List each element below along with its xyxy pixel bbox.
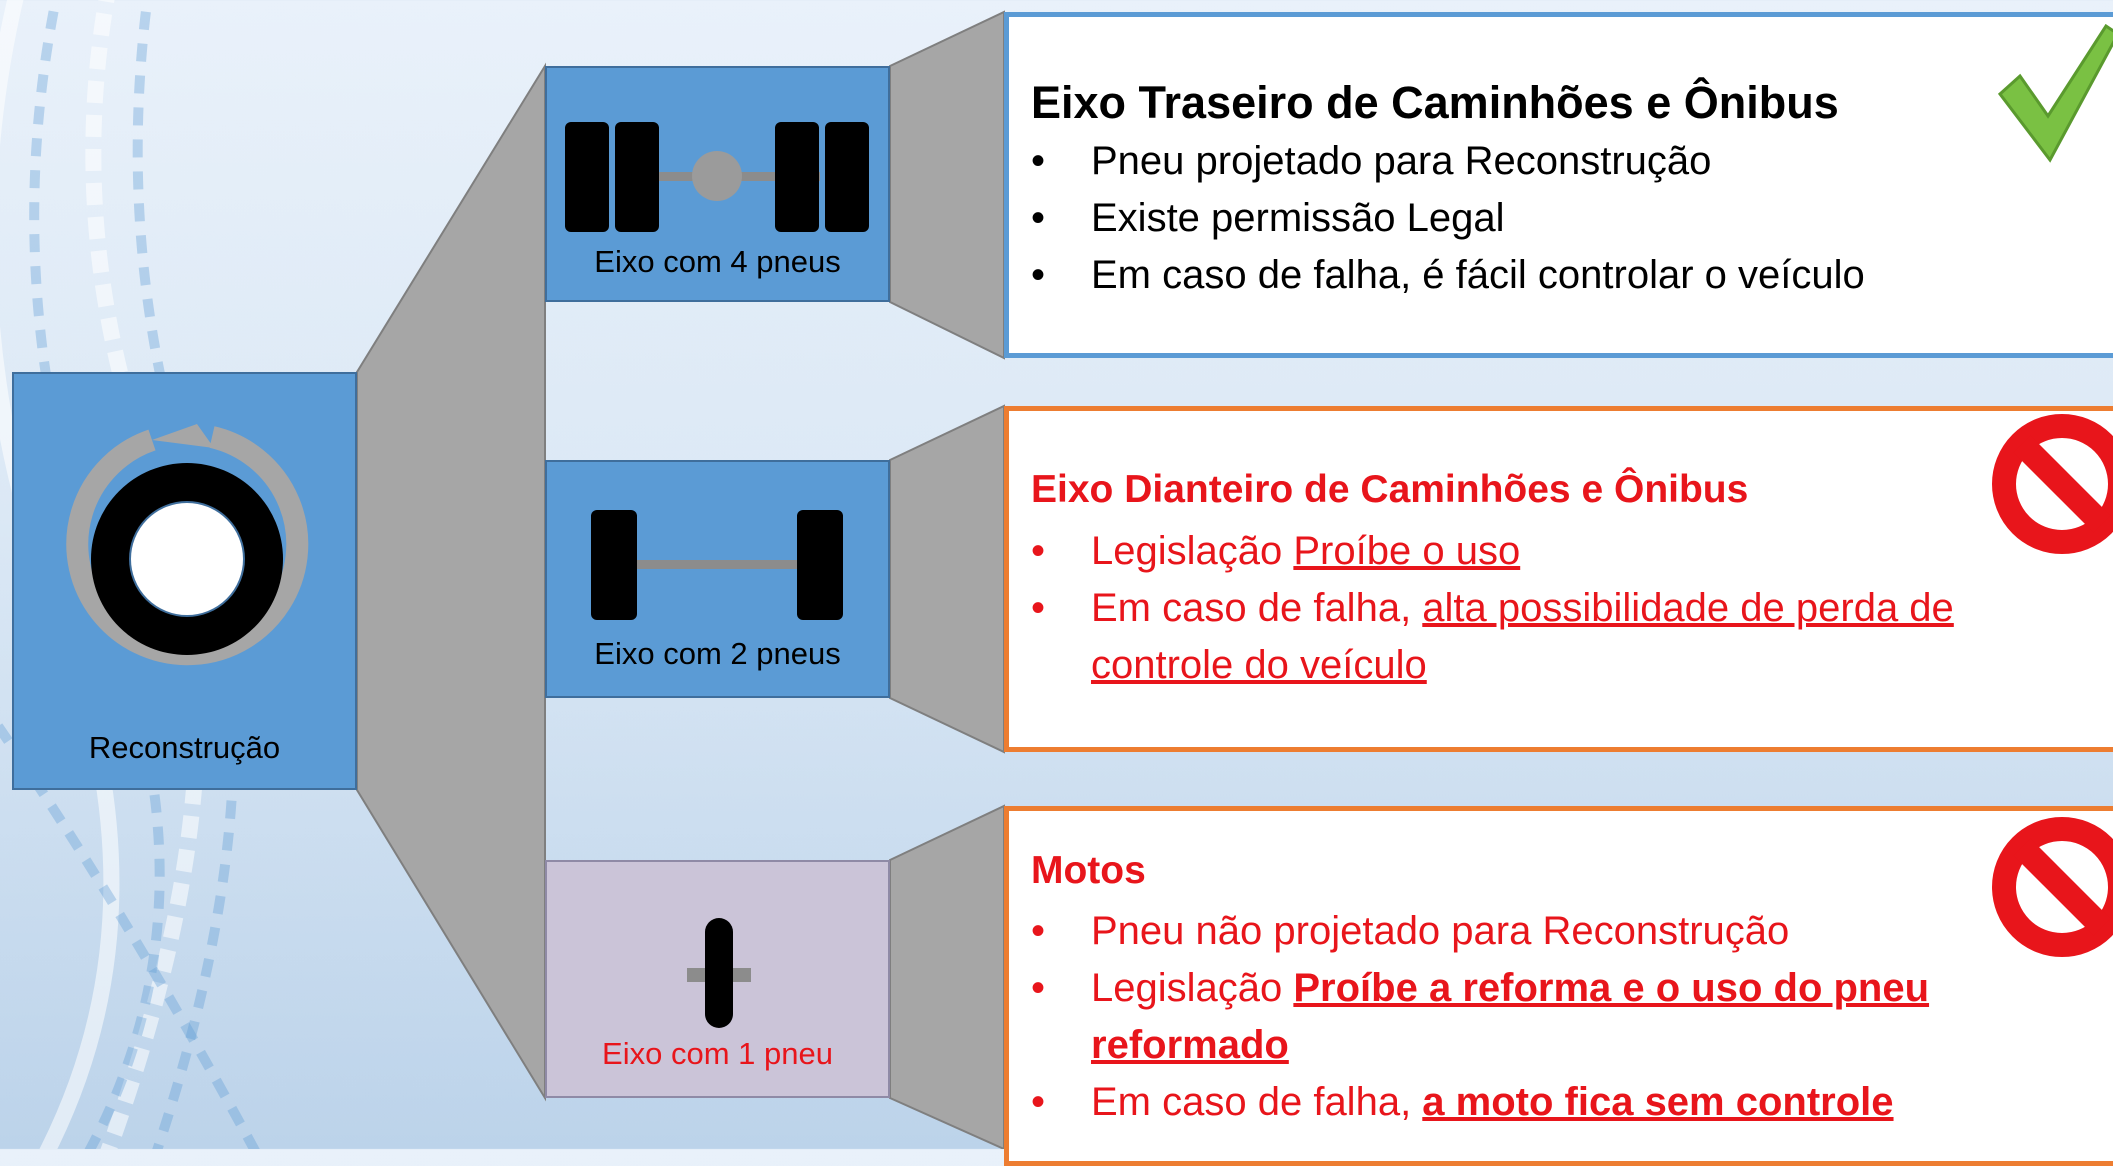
- bullet-item: •Em caso de falha, é fácil controlar o v…: [1031, 253, 1865, 297]
- check-icon: [1998, 24, 2113, 163]
- axle-4-tires-box: Eixo com 4 pneus: [545, 66, 890, 302]
- two-tire-axle-icon: [591, 510, 843, 620]
- moto-title: Motos: [1031, 849, 1146, 892]
- axle-2-tires-box: Eixo com 2 pneus: [545, 460, 890, 698]
- one-tire-axle-icon: [687, 918, 751, 1028]
- moto-info-panel: Motos •Pneu não projetado para Reconstru…: [1004, 806, 2113, 1166]
- front-axle-info-panel: Eixo Dianteiro de Caminhões e Ônibus •Le…: [1004, 406, 2113, 752]
- tire-icon: [66, 424, 309, 666]
- bullet-item: •Legislação Proíbe o uso: [1031, 529, 1521, 573]
- axle1-connector: [889, 804, 1005, 1149]
- axle2-connector: [889, 404, 1005, 754]
- rear-axle-bullets: •Pneu projetado para Reconstrução •Exist…: [1031, 133, 2113, 304]
- moto-bullets: •Pneu não projetado para Reconstrução •L…: [1031, 903, 2011, 1131]
- axle-1-tire-box: Eixo com 1 pneu: [545, 860, 890, 1098]
- prohibited-icon: [1992, 414, 2113, 554]
- axle-4-label: Eixo com 4 pneus: [594, 244, 841, 279]
- bullet-item: •Em caso de falha, alta possibilidade de…: [1031, 586, 1954, 687]
- four-tire-axle-icon: [565, 122, 869, 232]
- front-axle-bullets: •Legislação Proíbe o uso •Em caso de fal…: [1031, 523, 2031, 694]
- rear-axle-title: Eixo Traseiro de Caminhões e Ônibus: [1031, 77, 1839, 128]
- root-to-axles-connector: [356, 62, 546, 1102]
- bullet-item: •Pneu projetado para Reconstrução: [1031, 139, 1712, 183]
- bullet-item: •Existe permissão Legal: [1031, 196, 1505, 240]
- reconstruction-box: Reconstrução: [12, 372, 357, 790]
- reconstruction-label: Reconstrução: [88, 730, 281, 765]
- axle-2-label: Eixo com 2 pneus: [594, 636, 841, 671]
- rear-axle-info-panel: Eixo Traseiro de Caminhões e Ônibus •Pne…: [1004, 12, 2113, 358]
- axle-1-label: Eixo com 1 pneu: [602, 1036, 833, 1071]
- prohibited-icon: [1992, 817, 2113, 957]
- front-axle-title: Eixo Dianteiro de Caminhões e Ônibus: [1031, 468, 1749, 511]
- bullet-item: •Pneu não projetado para Reconstrução: [1031, 909, 1790, 953]
- bullet-item: •Legislação Proíbe a reforma e o uso do …: [1031, 966, 1930, 1067]
- bullet-item: •Em caso de falha, a moto fica sem contr…: [1031, 1080, 1894, 1124]
- axle4-connector: [889, 10, 1005, 360]
